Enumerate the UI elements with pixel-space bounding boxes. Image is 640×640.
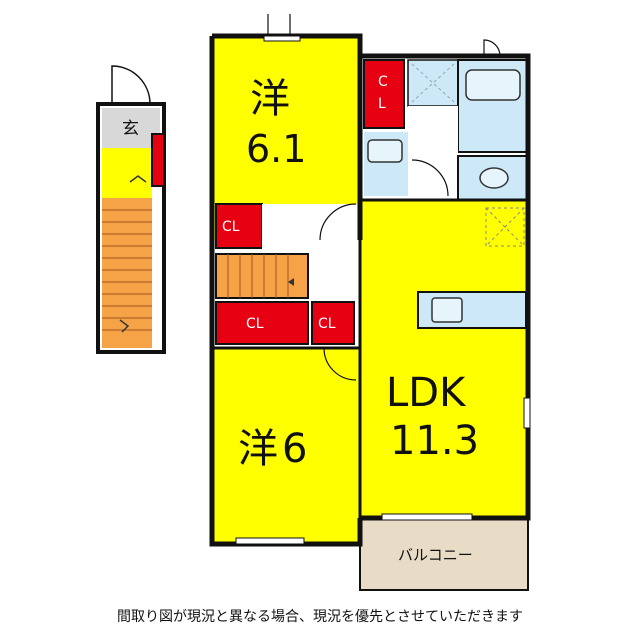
closet-top-c: C — [378, 74, 388, 90]
kitchen-sink — [431, 297, 463, 323]
western-room-2-size: 6 — [282, 426, 307, 472]
closet-bottom-b — [311, 301, 355, 345]
closet-top — [363, 59, 405, 129]
entrance-floor — [102, 108, 160, 148]
stair-tower: 玄 — [96, 65, 166, 354]
stairs-lower — [102, 198, 152, 348]
entry-hall — [102, 148, 152, 198]
wash-basin — [367, 139, 403, 163]
stairs-upper — [215, 253, 309, 299]
closet-bottom-b-label: CL — [318, 316, 336, 332]
western-room-6 — [212, 348, 360, 544]
western-room-1-label: 洋 — [250, 76, 290, 122]
closet-bottom-a — [215, 301, 309, 345]
entrance-door — [111, 65, 151, 105]
western-room-2-label: 洋 — [238, 426, 278, 472]
shoe-closet — [151, 133, 165, 187]
entrance-label: 玄 — [122, 119, 139, 139]
bathtub — [465, 69, 521, 101]
disclaimer-note: 間取り図が現況と異なる場合、現況を優先とさせていただきます — [117, 609, 523, 625]
closet-top-l: L — [378, 96, 386, 112]
closet-bottom-a-label: CL — [246, 316, 264, 332]
western-room-1-size: 6.1 — [246, 127, 306, 171]
closet-left-label: CL — [222, 219, 240, 235]
ldk-label: LDK — [386, 370, 467, 416]
stair-arrow — [119, 319, 130, 333]
washroom-floor — [408, 106, 458, 196]
toilet — [479, 167, 509, 189]
closet-left — [215, 203, 263, 249]
ldk-size: 11.3 — [390, 418, 479, 464]
balcony — [359, 517, 529, 591]
balcony-label: バルコニー — [398, 546, 473, 564]
laundry-area — [407, 59, 459, 107]
